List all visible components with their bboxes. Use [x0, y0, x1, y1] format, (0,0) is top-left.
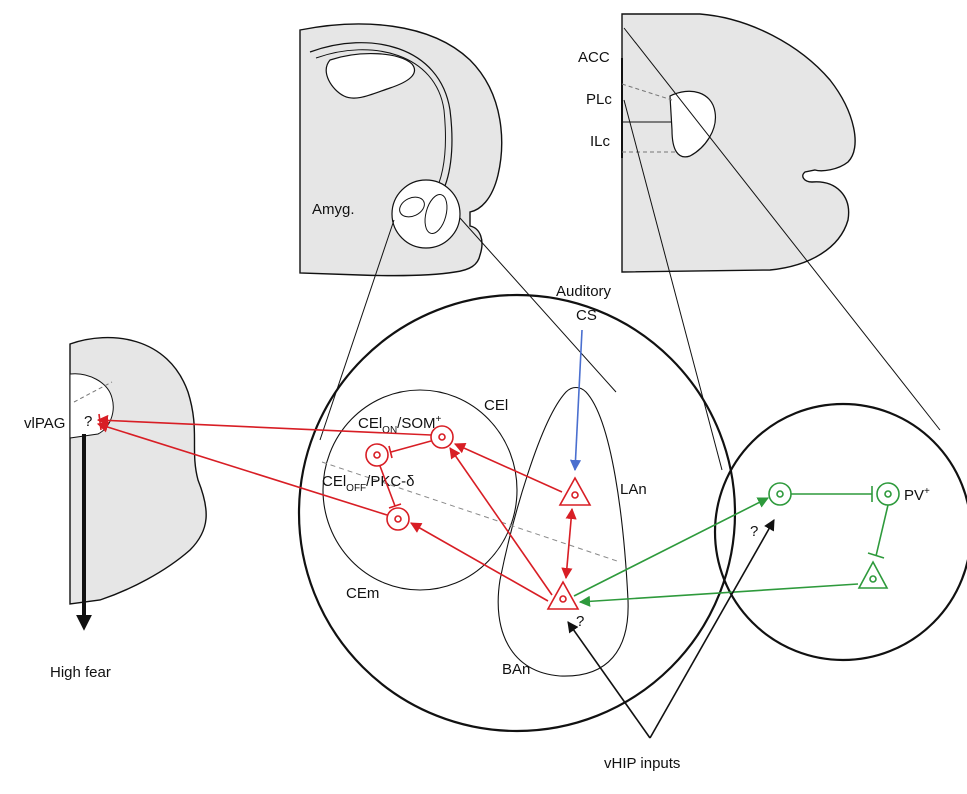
ban-label: BAn — [502, 661, 530, 678]
cel-off-pkc-label: CElOFF/PKC-δ — [322, 473, 415, 494]
red-circuit — [96, 413, 592, 610]
som-main: /SOM — [397, 415, 435, 432]
acc-plc-boundary — [621, 83, 673, 101]
amygdala-fiber-tract-inner — [315, 49, 446, 195]
high-fear-label: High fear — [50, 664, 111, 681]
prefrontal-slice-outline — [621, 13, 856, 273]
prefrontal-section: ACC PLc ILc — [578, 13, 856, 273]
ba-to-pfc-arrow — [573, 497, 769, 597]
pfc-pyramidal-neuron-lower — [857, 560, 889, 589]
pv-to-lower-inhibit-bar — [867, 552, 885, 559]
pag-question-mark: ? — [84, 413, 92, 430]
vhip-to-ba-arrow — [567, 621, 651, 739]
la-neuron — [558, 476, 592, 506]
auditory-cs-input: Auditory CS — [556, 283, 612, 472]
ban-question-mark: ? — [576, 613, 584, 630]
zoom-line-pfc-left — [623, 99, 723, 471]
auditory-label: Auditory — [556, 283, 612, 300]
zoom-lines — [319, 27, 941, 471]
cel-on-inhibits-cel-off — [390, 440, 432, 453]
pfc-question-mark: ? — [750, 523, 758, 540]
vhip-inputs: vHIP inputs — [567, 519, 775, 772]
cem-label: CEm — [346, 585, 379, 602]
auditory-cs-arrow — [569, 329, 583, 472]
ba-to-cel-off-arrow — [410, 522, 549, 602]
amyg-label: Amyg. — [312, 201, 355, 218]
cel-on-sub: ON — [382, 425, 397, 436]
pv-to-lower-inhibit — [875, 504, 889, 557]
ce-nucleus-outline — [322, 389, 518, 591]
pag-section: vlPAG ? High fear — [24, 336, 207, 681]
plc-label: PLc — [586, 91, 612, 108]
la-ba-bidirectional-arrow — [561, 507, 577, 580]
som-sup: + — [436, 414, 442, 425]
pag-inhibit-bar — [98, 413, 102, 431]
amygdala-section: Amyg. — [299, 23, 503, 277]
zoom-line-amyg-left — [319, 219, 395, 441]
amygdala-ventricle — [325, 53, 416, 99]
pfc-pyramidal-neuron-left — [768, 482, 792, 506]
cs-label: CS — [576, 307, 597, 324]
cel-off-main: CEl — [322, 473, 346, 490]
pv-main: PV — [904, 487, 924, 504]
cel-on-inhibit-bar — [388, 445, 393, 459]
amygdala-zoom-circle — [297, 293, 737, 733]
cel-off-internal-inhibit — [379, 465, 396, 507]
cel-on-to-pag-arrow — [96, 414, 432, 436]
cel-off-sub: OFF — [346, 483, 366, 494]
pv-sup: + — [924, 486, 930, 497]
pfc-zoom: PV+ ? — [713, 402, 967, 662]
pfc-zoom-circle — [713, 402, 967, 662]
vlpag-label: vlPAG — [24, 415, 65, 432]
pv-label: PV+ — [904, 486, 930, 504]
pfc-to-ba-arrow — [578, 583, 859, 607]
zoom-line-amyg-right — [459, 217, 617, 393]
cel-on-som-label: CElON/SOM+ — [358, 414, 442, 436]
cel-label: CEl — [484, 397, 508, 414]
cel-on-main: CEl — [358, 415, 382, 432]
cel-off-internal-inhibit-bar — [388, 503, 402, 509]
pkc-label: /PKC-δ — [366, 473, 414, 490]
green-circuit — [573, 482, 900, 607]
la-ba-outline — [497, 386, 629, 677]
cel-off-to-pag-arrow — [96, 421, 388, 516]
cel-off-neuron-upper — [365, 443, 389, 467]
vhip-to-pfc-arrow — [649, 519, 775, 739]
ba-to-cel-on-arrow — [449, 447, 553, 596]
prefrontal-ventricle — [669, 90, 717, 158]
amygdala-fiber-tract-outer — [309, 42, 453, 197]
cel-on-neuron — [430, 425, 454, 449]
amygdala-zoom: CEl CEm LAn BAn CElON/SOM+ CElOFF/PKC-δ … — [297, 293, 737, 733]
la-to-cel-on-arrow — [453, 443, 563, 493]
cel-off-neuron-lower — [386, 507, 410, 531]
vhip-label: vHIP inputs — [604, 755, 680, 772]
acc-label: ACC — [578, 49, 610, 66]
ba-neuron — [546, 580, 580, 610]
lan-label: LAn — [620, 481, 647, 498]
zoom-line-pfc-right — [623, 27, 941, 431]
ilc-label: ILc — [590, 133, 611, 150]
pv-interneuron — [876, 482, 900, 506]
amygdala-nucleus-left — [399, 196, 425, 218]
pag-dashed-boundary — [73, 381, 113, 403]
amygdala-nucleus-right — [424, 194, 448, 234]
